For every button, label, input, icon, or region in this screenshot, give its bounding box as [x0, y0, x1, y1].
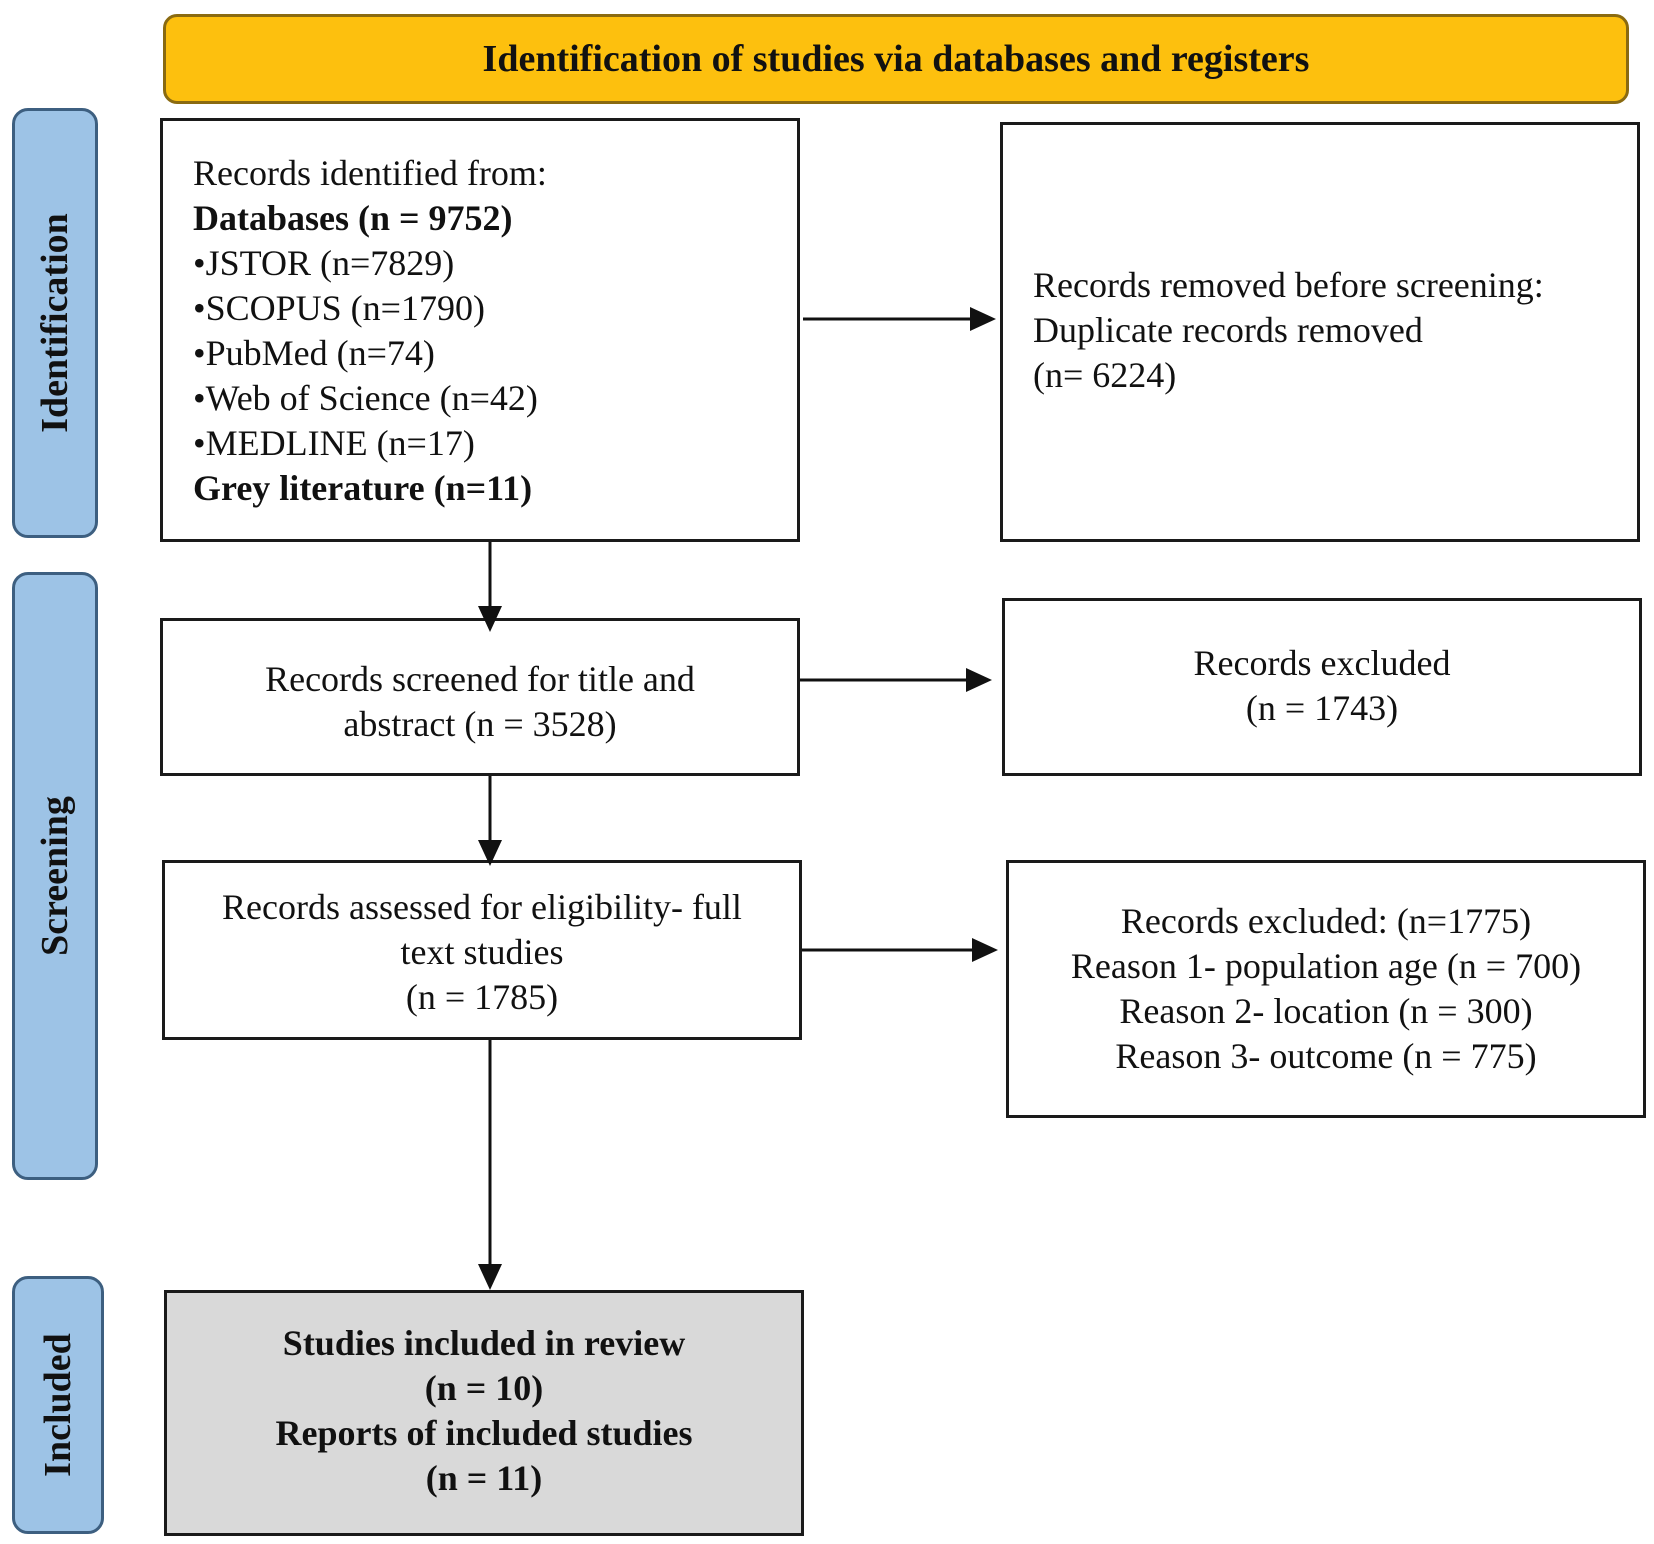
records-identified-box: Records identified from: Databases (n = … [160, 118, 800, 542]
arrow-screened-to-assessed [478, 776, 502, 866]
excluded1-line2: (n = 1743) [1245, 688, 1399, 728]
identified-databases: Databases (n = 9752) [193, 198, 513, 238]
removed-line2: Duplicate records removed [1033, 310, 1423, 350]
source-scopus: •SCOPUS (n=1790) [193, 288, 485, 328]
source-web-of-science: •Web of Science (n=42) [193, 378, 538, 418]
screened-line2: abstract (n = 3528) [343, 704, 617, 744]
records-assessed-box: Records assessed for eligibility- full t… [162, 860, 802, 1040]
records-screened-box: Records screened for title and abstract … [160, 618, 800, 776]
excluded2-line4: Reason 3- outcome (n = 775) [1115, 1036, 1537, 1076]
phase-screening: Screening [12, 572, 98, 1180]
included-line4: (n = 11) [425, 1458, 543, 1498]
excluded2-line1: Records excluded: (n=1775) [1120, 901, 1532, 941]
arrow-assessed-to-included [478, 1040, 502, 1290]
phase-identification: Identification [12, 108, 98, 538]
excluded2-line2: Reason 1- population age (n = 700) [1070, 946, 1582, 986]
identified-intro: Records identified from: [193, 153, 547, 193]
records-excluded-reasons-box: Records excluded: (n=1775) Reason 1- pop… [1006, 860, 1646, 1118]
removed-line3: (n= 6224) [1033, 355, 1177, 395]
assessed-line1: Records assessed for eligibility- full [222, 887, 742, 927]
header-title: Identification of studies via databases … [482, 38, 1310, 80]
studies-included-box: Studies included in review (n = 10) Repo… [164, 1290, 804, 1536]
arrow-identified-to-removed [803, 307, 996, 331]
source-jstor: •JSTOR (n=7829) [193, 243, 455, 283]
removed-line1: Records removed before screening: [1033, 265, 1544, 305]
excluded1-line1: Records excluded [1193, 643, 1451, 683]
screened-line1: Records screened for title and [265, 659, 695, 699]
source-medline: •MEDLINE (n=17) [193, 423, 475, 463]
assessed-line3: (n = 1785) [405, 977, 559, 1017]
records-removed-box: Records removed before screening: Duplic… [1000, 122, 1640, 542]
identified-grey-literature: Grey literature (n=11) [193, 468, 533, 508]
excluded2-line3: Reason 2- location (n = 300) [1119, 991, 1533, 1031]
included-line3: Reports of included studies [275, 1413, 693, 1453]
records-excluded-box: Records excluded (n = 1743) [1002, 598, 1642, 776]
phase-included: Included [12, 1276, 104, 1534]
assessed-line2: text studies [400, 932, 564, 972]
arrow-identified-to-screened [478, 542, 502, 632]
arrow-assessed-to-excluded-reasons [802, 938, 998, 962]
arrow-screened-to-excluded [800, 668, 992, 692]
included-line2: (n = 10) [424, 1368, 544, 1408]
source-pubmed: •PubMed (n=74) [193, 333, 435, 373]
included-line1: Studies included in review [282, 1323, 686, 1363]
header-banner: Identification of studies via databases … [163, 14, 1629, 104]
